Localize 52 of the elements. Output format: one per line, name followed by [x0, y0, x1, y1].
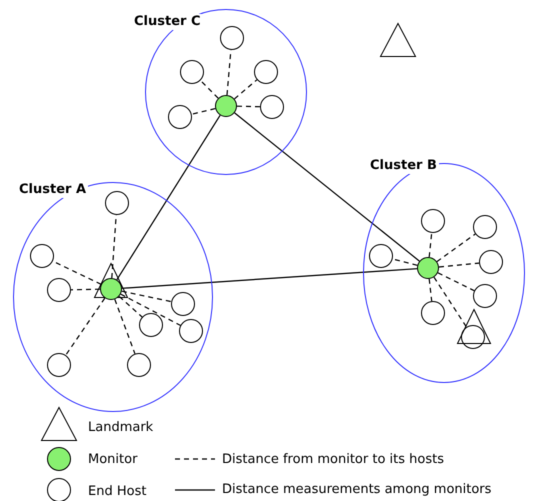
end-host-circle [220, 26, 244, 50]
dashed-line [428, 232, 432, 258]
legend-text: Distance measurements among monitors [222, 482, 492, 498]
dashed-line [392, 258, 418, 266]
legend-text: Landmark [88, 420, 154, 436]
end-host-circle [180, 60, 204, 84]
dashed-line [438, 262, 480, 268]
end-host-circle [127, 353, 151, 377]
legend-text: Distance from monitor to its hosts [222, 452, 444, 468]
dashed-line [438, 272, 474, 292]
dashed-line [428, 278, 432, 302]
end-host-circle [461, 325, 485, 349]
end-host-circle [421, 209, 445, 233]
legend-text: Monitor [88, 452, 138, 468]
monitor-circle [417, 257, 439, 279]
end-host-circle [179, 319, 203, 343]
monitor-circle [215, 95, 237, 117]
dashed-line [122, 290, 172, 302]
dashed-line [234, 79, 258, 100]
end-host-circle [479, 250, 503, 274]
dashed-line [70, 288, 100, 290]
end-host-circle [473, 284, 497, 308]
end-host-circle [473, 215, 497, 239]
end-host-circle [105, 191, 129, 215]
dashed-line [65, 298, 106, 356]
cluster-title: Cluster C [132, 14, 202, 30]
legend-text: End Host [88, 484, 146, 500]
monitor-circle [100, 278, 122, 300]
end-host-circle [254, 60, 278, 84]
end-host-circle [260, 95, 284, 119]
end-host-circle [369, 244, 393, 268]
dashed-line [436, 234, 476, 262]
end-host-circle [421, 301, 445, 325]
solid-line [234, 112, 420, 262]
dashed-line [434, 276, 467, 328]
end-host-circle [171, 292, 195, 316]
cluster-title: Cluster A [17, 182, 88, 198]
dashed-line [118, 296, 142, 318]
end-host-circle [168, 105, 192, 129]
dashed-line [52, 260, 102, 285]
end-host-circle [47, 353, 71, 377]
solid-line [122, 268, 418, 289]
dashed-line [200, 80, 219, 99]
dashed-line [114, 299, 136, 354]
end-host-circle [139, 313, 163, 337]
dashed-line [192, 108, 216, 115]
cluster-title: Cluster B [368, 158, 439, 174]
solid-line [116, 114, 221, 280]
dashed-line [120, 294, 181, 326]
dashed-line [236, 106, 260, 108]
end-host-circle [30, 244, 54, 268]
end-host-circle [47, 278, 71, 302]
